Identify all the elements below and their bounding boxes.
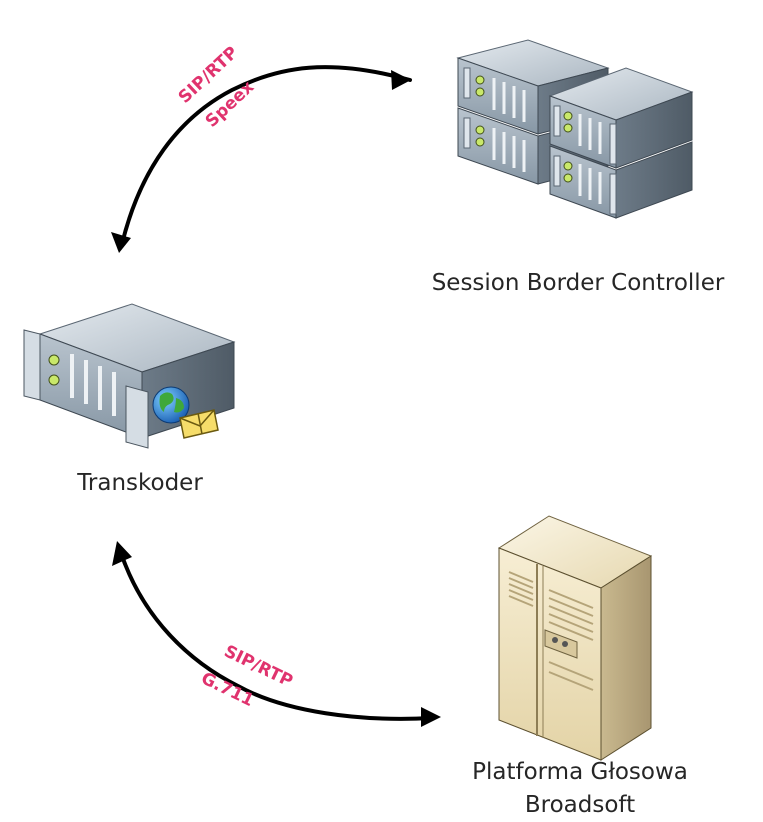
- transcoder-label: Transkoder: [77, 470, 203, 496]
- broadsoft-tower-server-icon: [497, 515, 653, 761]
- transcoder-server-icon: [23, 303, 236, 449]
- envelope-icon: [179, 409, 219, 439]
- session-border-controller-icon: [456, 39, 694, 219]
- globe-icon: [152, 386, 190, 424]
- edge-label-bottom-codec: G.711: [198, 669, 257, 711]
- platform-label-line2: Broadsoft: [524, 792, 636, 818]
- arrow-top: [111, 65, 412, 253]
- sbc-label: Session Border Controller: [431, 270, 725, 296]
- arrow-bottom: [112, 541, 441, 727]
- platform-label-line1: Platforma Głosowa: [472, 759, 688, 785]
